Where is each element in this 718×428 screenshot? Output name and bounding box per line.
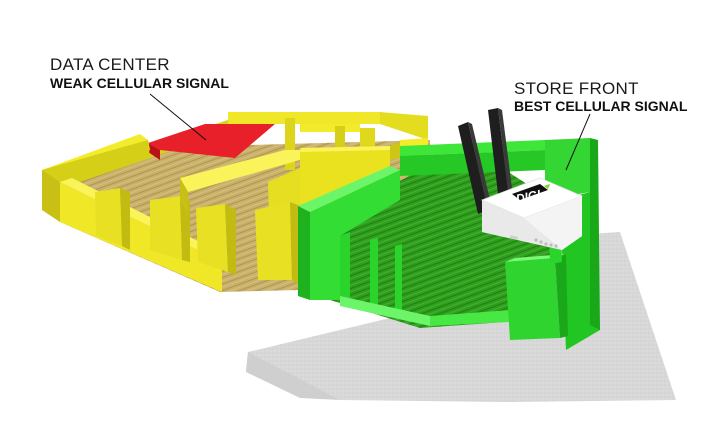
data-center-leader-line	[149, 93, 207, 141]
router-brand: DIGI	[515, 187, 543, 206]
weak-signal-zone	[42, 112, 430, 292]
cellular-router-icon: DIGI	[458, 108, 584, 250]
store-front-title: STORE FRONT	[514, 79, 639, 98]
ground-slab-shadow	[246, 352, 340, 400]
store-front-leader-line	[565, 113, 591, 171]
data-center-subtitle: WEAK CELLULAR SIGNAL	[50, 75, 229, 91]
data-center-room	[148, 124, 275, 158]
data-center-title: DATA CENTER	[50, 55, 170, 74]
store-front-subtitle: BEST CELLULAR SIGNAL	[514, 98, 688, 114]
